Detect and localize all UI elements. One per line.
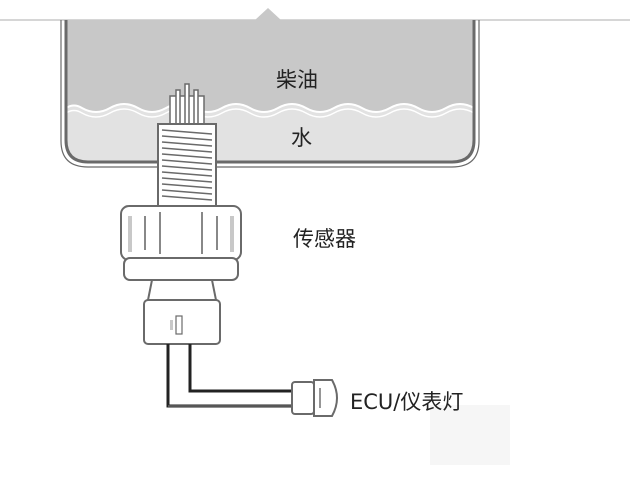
ecu-connector-plug	[291, 379, 338, 417]
bg-shade	[430, 405, 510, 465]
sensor-neck	[146, 279, 218, 301]
sensor-lower-ring	[123, 257, 239, 281]
ecu-indicator-label: ECU/仪表灯	[350, 390, 464, 414]
sensor-label: 传感器	[293, 227, 356, 251]
sensor-hex-body	[120, 205, 242, 261]
signal-wires	[166, 344, 292, 408]
water-label: 水	[291, 126, 312, 150]
interface-wave-line	[65, 103, 475, 113]
diesel-label: 柴油	[276, 68, 318, 92]
interface-wave-line-2	[65, 108, 475, 118]
sensor-threaded-stem	[157, 123, 217, 207]
sensor-connector	[143, 299, 221, 345]
water-region	[66, 104, 474, 162]
tank-wall	[64, 20, 476, 164]
tank-wall-outer	[60, 20, 480, 168]
diesel-region	[66, 8, 474, 112]
